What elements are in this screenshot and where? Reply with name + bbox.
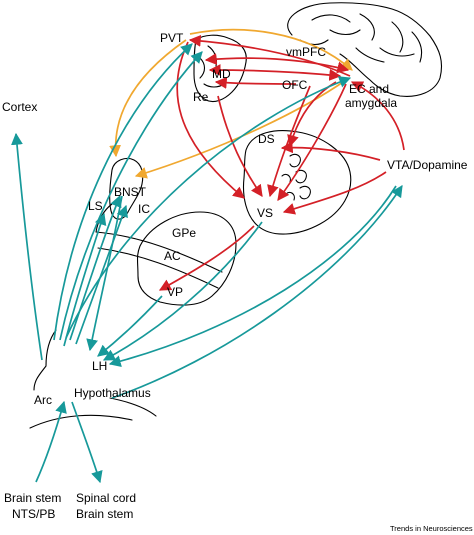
label-hypothalamus: Hypothalamus: [74, 386, 151, 400]
teal-hypothalamus-to-ec: [65, 76, 352, 339]
label-vmpfc: vmPFC: [286, 45, 326, 59]
label-re: Re: [193, 90, 209, 104]
striatum-stripes: [281, 153, 311, 201]
teal-vta-to-lh: [108, 185, 397, 368]
teal-hypothalamus-to-pvt-2: [59, 51, 203, 341]
teal-hypothalamus-to-cortex: [11, 132, 43, 361]
region-labels: PVT MD Re vmPFC OFC EC and amygdala Cort…: [2, 31, 473, 533]
red-md-to-vs: [176, 41, 245, 199]
label-bnst: BNST: [114, 185, 147, 199]
gpe-outline: [136, 211, 237, 306]
red-md-to-ec: [208, 64, 342, 81]
teal-hypothalamus-to-ic: [75, 204, 128, 345]
striatum-outline: [242, 130, 352, 235]
label-ds: DS: [258, 132, 275, 146]
teal-projections: [11, 43, 403, 484]
orange-ec-to-bnst: [134, 79, 347, 179]
label-ac: AC: [164, 249, 181, 263]
ac-fibres: [95, 231, 223, 289]
label-lh: LH: [92, 359, 107, 373]
label-arc: Arc: [34, 393, 52, 407]
label-spinal-line1: Spinal cord: [76, 491, 136, 505]
teal-vp-to-lh: [97, 295, 163, 357]
credit-text: Trends in Neurosciences: [390, 524, 473, 533]
red-vta-to-vs: [282, 171, 387, 215]
red-ec-to-vs: [277, 83, 347, 201]
label-ec-line1: EC and: [349, 82, 389, 96]
red-vta-to-ds: [280, 141, 381, 161]
label-ls: LS: [88, 199, 103, 213]
label-cortex: Cortex: [2, 100, 37, 114]
label-ofc: OFC: [282, 78, 308, 92]
label-vp: VP: [167, 285, 183, 299]
hypothalamus-floor: [29, 397, 157, 429]
red-ec-to-pvt: [188, 34, 351, 77]
red-ofc-to-md: [214, 76, 297, 89]
teal-hypothalamus-to-ls: [63, 212, 107, 347]
orange-pvt-to-ec: [189, 28, 353, 71]
cortex-outline: [287, 2, 443, 97]
red-vs-to-vp: [158, 225, 255, 291]
cortex-sulci: [299, 13, 423, 63]
bnst-outline: [109, 157, 144, 220]
label-md: MD: [212, 67, 231, 81]
teal-hypothalamus-to-spinal: [71, 401, 103, 484]
label-spinal-line2: Brain stem: [76, 507, 133, 521]
label-gpe: GPe: [172, 226, 196, 240]
label-ic: IC: [138, 202, 150, 216]
label-brainstem-line2: NTS/PB: [12, 507, 55, 521]
label-vta: VTA/Dopamine: [387, 158, 468, 172]
label-vs: VS: [257, 206, 273, 220]
hypothalamus-outline: [33, 329, 57, 391]
teal-vs-to-lh: [102, 221, 263, 361]
red-re-to-vs: [217, 95, 263, 197]
teal-hypothalamus-to-bnst: [69, 194, 122, 341]
red-vta-to-ec: [350, 81, 405, 151]
thalamus-outline: [193, 34, 247, 103]
teal-hypothalamus-to-vta: [111, 185, 403, 399]
label-brainstem-line1: Brain stem: [4, 491, 61, 505]
teal-bnst-to-lh: [86, 195, 123, 352]
orange-pvt-to-bnst: [109, 39, 187, 158]
label-pvt: PVT: [160, 31, 184, 45]
label-ec-line2: amygdala: [345, 96, 397, 110]
teal-brainstem-to-hypothalamus: [35, 400, 67, 483]
teal-hypothalamus-to-pvt-1: [53, 43, 193, 341]
